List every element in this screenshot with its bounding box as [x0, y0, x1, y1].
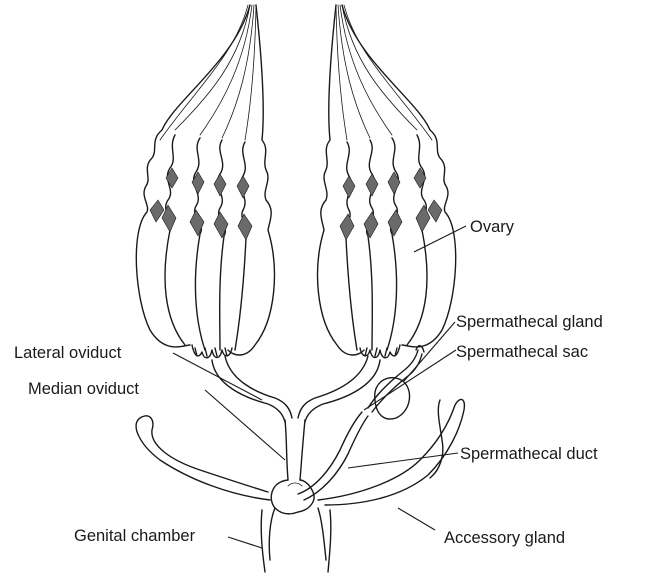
label-spermathecal-sac: Spermathecal sac — [456, 343, 588, 361]
label-accessory-gland: Accessory gland — [444, 529, 565, 547]
spermathecal-gland-leader — [404, 322, 455, 381]
label-ovary: Ovary — [470, 218, 515, 236]
lateral-oviduct-leader — [173, 353, 262, 400]
label-median-oviduct: Median oviduct — [28, 380, 139, 398]
genital-chamber-leader — [228, 537, 262, 548]
genital-chamber — [261, 480, 331, 572]
label-genital-chamber: Genital chamber — [74, 527, 196, 545]
median-oviduct-leader — [205, 390, 285, 460]
spermathecal-sac-leader — [364, 350, 456, 410]
right-ovary — [318, 5, 456, 358]
left-ovary — [136, 5, 274, 358]
accessory-glands — [136, 399, 464, 505]
spermatheca — [298, 346, 424, 500]
label-spermathecal-duct: Spermathecal duct — [460, 445, 598, 463]
label-lateral-oviduct: Lateral oviduct — [14, 344, 122, 362]
accessory-gland-leader — [398, 508, 435, 530]
label-spermathecal-gland: Spermathecal gland — [456, 313, 603, 331]
